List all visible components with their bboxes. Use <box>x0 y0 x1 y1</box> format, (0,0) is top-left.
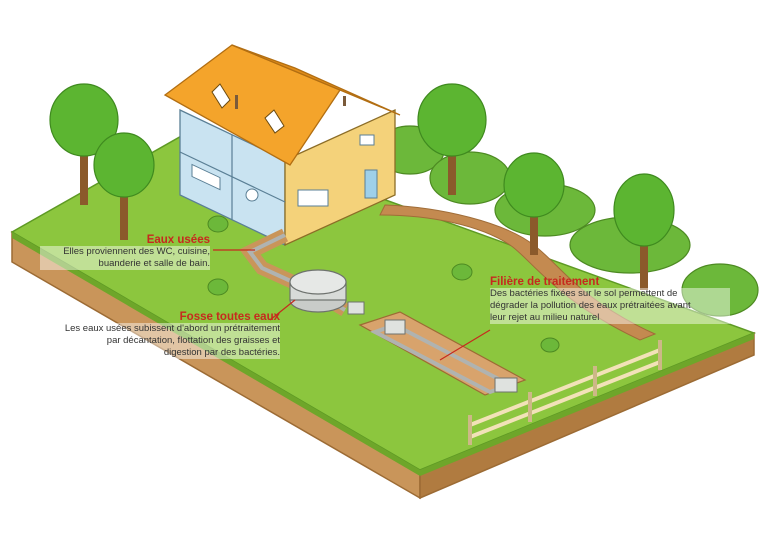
dirt-path <box>379 204 657 341</box>
callout-desc: Elles proviennent des WC, cuisine, buand… <box>40 246 210 270</box>
callout-desc: Les eaux usées subissent d'abord un prét… <box>20 323 280 359</box>
bush-icon <box>207 215 560 353</box>
treatment-bed <box>358 311 527 396</box>
callout-desc: Des bactéries fixées sur le sol permette… <box>490 288 730 324</box>
desc-line: digestion par des bactéries. <box>163 347 280 358</box>
tree-icon <box>93 132 155 240</box>
grass-edge-front <box>12 232 420 476</box>
tree-icon <box>417 83 487 195</box>
desc-line: buanderie et salle de bain. <box>98 258 210 269</box>
desc-line: leur rejet au milieu naturel <box>490 312 600 323</box>
callout-filiere-traitement: Filière de traitement Des bactéries fixé… <box>490 276 730 324</box>
callout-fosse-toutes-eaux: Fosse toutes eaux Les eaux usées subisse… <box>20 311 280 359</box>
tree-icon <box>613 173 675 290</box>
house-roof-right <box>231 44 401 116</box>
leader-lines <box>213 249 491 361</box>
callout-title: Filière de traitement <box>490 276 600 288</box>
septic-tank-icon <box>289 269 365 315</box>
callout-eaux-usees: Eaux usées Elles proviennent des WC, cui… <box>40 234 210 270</box>
house-icon <box>163 44 401 247</box>
callout-title: Eaux usées <box>146 234 210 246</box>
tree-icon <box>503 152 565 255</box>
callout-title: Fosse toutes eaux <box>179 311 280 323</box>
fence-icon <box>468 340 662 445</box>
desc-line: par décantation, flottation des graisses… <box>106 335 280 346</box>
desc-line: Les eaux usées subissent d'abord un prét… <box>64 323 280 334</box>
desc-line: Des bactéries fixées sur le sol permette… <box>490 288 678 299</box>
leader-filiere <box>439 329 491 361</box>
desc-line: dégrader la pollution des eaux prétraité… <box>490 300 691 311</box>
tree-icon <box>49 83 119 205</box>
desc-line: Elles proviennent des WC, cuisine, <box>63 246 210 257</box>
grass-edge-right <box>420 333 754 476</box>
leader-fosse <box>269 299 296 321</box>
